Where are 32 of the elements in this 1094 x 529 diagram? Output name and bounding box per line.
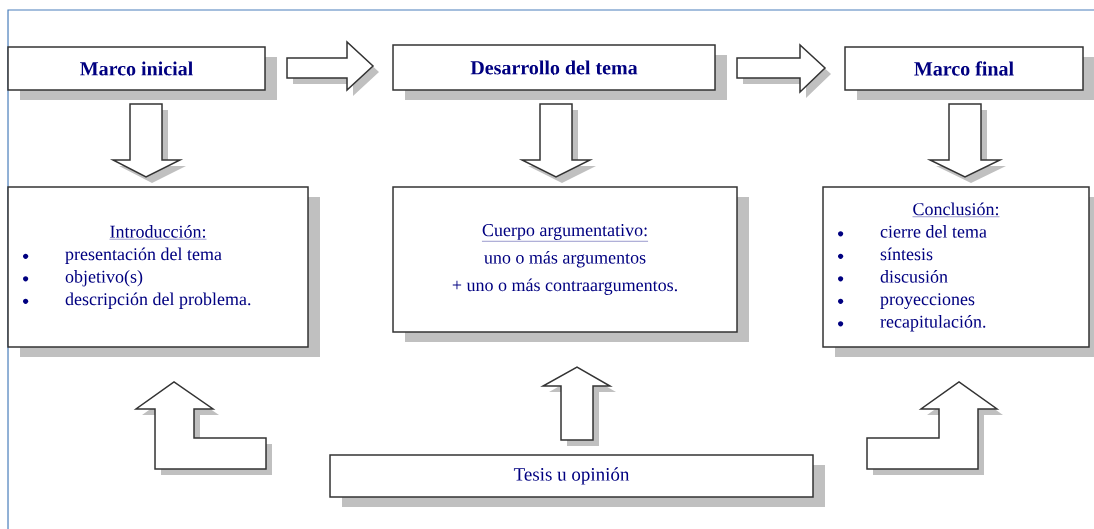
box-title: Desarrollo del tema [470,60,638,75]
block-arrow [109,103,186,183]
list-item: proyecciones [838,293,975,309]
block-arrow [518,103,596,183]
text-box [822,186,1094,357]
box-title: Marco inicial [80,61,193,76]
list-item: descripción del problema. [23,292,251,309]
text-box [844,46,1094,100]
list-item: síntesis [838,247,933,261]
list-item: presentación del tema [23,247,222,264]
box-heading: Introducción: [109,225,207,240]
block-arrow [866,381,1003,475]
text-box [392,186,749,342]
text-box [329,454,825,507]
box-heading: Cuerpo argumentativo: [481,224,649,242]
text-box [392,44,727,100]
block-arrow [286,40,379,96]
body-text: uno o más argumentos [484,251,646,268]
list-item: objetivo(s) [23,270,143,287]
block-arrow [736,43,831,98]
text-box [7,186,320,357]
box-title: Marco final [914,61,1014,76]
list-item: recapitulación. [838,315,986,332]
text-box [7,46,277,100]
block-arrow [540,366,616,446]
block-arrow [133,381,272,475]
box-title: Tesis u opinión [513,467,630,485]
list-item: discusión [838,270,948,283]
list-item: cierre del tema [838,225,987,238]
body-text: + uno o más contraargumentos. [452,278,677,295]
box-heading: Conclusión: [912,202,1000,217]
block-arrow [926,103,1006,183]
